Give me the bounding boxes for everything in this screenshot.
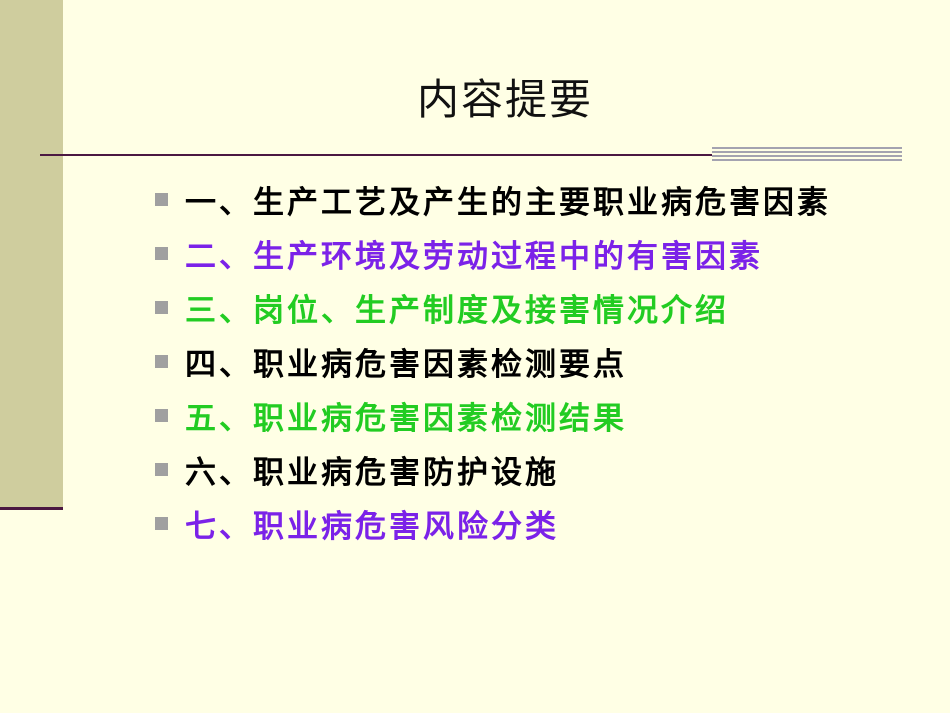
slide-title: 内容提要 <box>416 75 593 124</box>
square-bullet-icon <box>155 516 168 530</box>
outline-item-text: 三、岗位、生产制度及接害情况介绍 <box>185 292 729 329</box>
title-divider <box>40 154 902 156</box>
outline-item-1: 一、生产工艺及产生的主要职业病危害因素 <box>155 172 831 226</box>
outline-item-5: 五、职业病危害因素检测结果 <box>155 388 831 442</box>
divider-striped-bar <box>712 147 902 163</box>
outline-item-text: 五、职业病危害因素检测结果 <box>185 400 627 437</box>
outline-item-text: 一、生产工艺及产生的主要职业病危害因素 <box>185 184 831 221</box>
outline-item-2: 二、生产环境及劳动过程中的有害因素 <box>155 226 831 280</box>
outline-item-7: 七、职业病危害风险分类 <box>155 496 831 550</box>
outline-list: 一、生产工艺及产生的主要职业病危害因素 二、生产环境及劳动过程中的有害因素 三、… <box>155 172 831 550</box>
square-bullet-icon <box>155 300 168 314</box>
square-bullet-icon <box>155 192 168 206</box>
left-decor-band <box>0 0 63 507</box>
outline-item-4: 四、职业病危害因素检测要点 <box>155 334 831 388</box>
square-bullet-icon <box>155 246 168 260</box>
square-bullet-icon <box>155 462 168 476</box>
outline-item-text: 七、职业病危害风险分类 <box>185 508 559 545</box>
square-bullet-icon <box>155 408 168 422</box>
outline-item-3: 三、岗位、生产制度及接害情况介绍 <box>155 280 831 334</box>
outline-item-text: 二、生产环境及劳动过程中的有害因素 <box>185 238 763 275</box>
outline-item-text: 六、职业病危害防护设施 <box>185 454 559 491</box>
outline-item-text: 四、职业病危害因素检测要点 <box>185 346 627 383</box>
outline-item-6: 六、职业病危害防护设施 <box>155 442 831 496</box>
left-decor-line <box>0 507 63 510</box>
square-bullet-icon <box>155 354 168 368</box>
